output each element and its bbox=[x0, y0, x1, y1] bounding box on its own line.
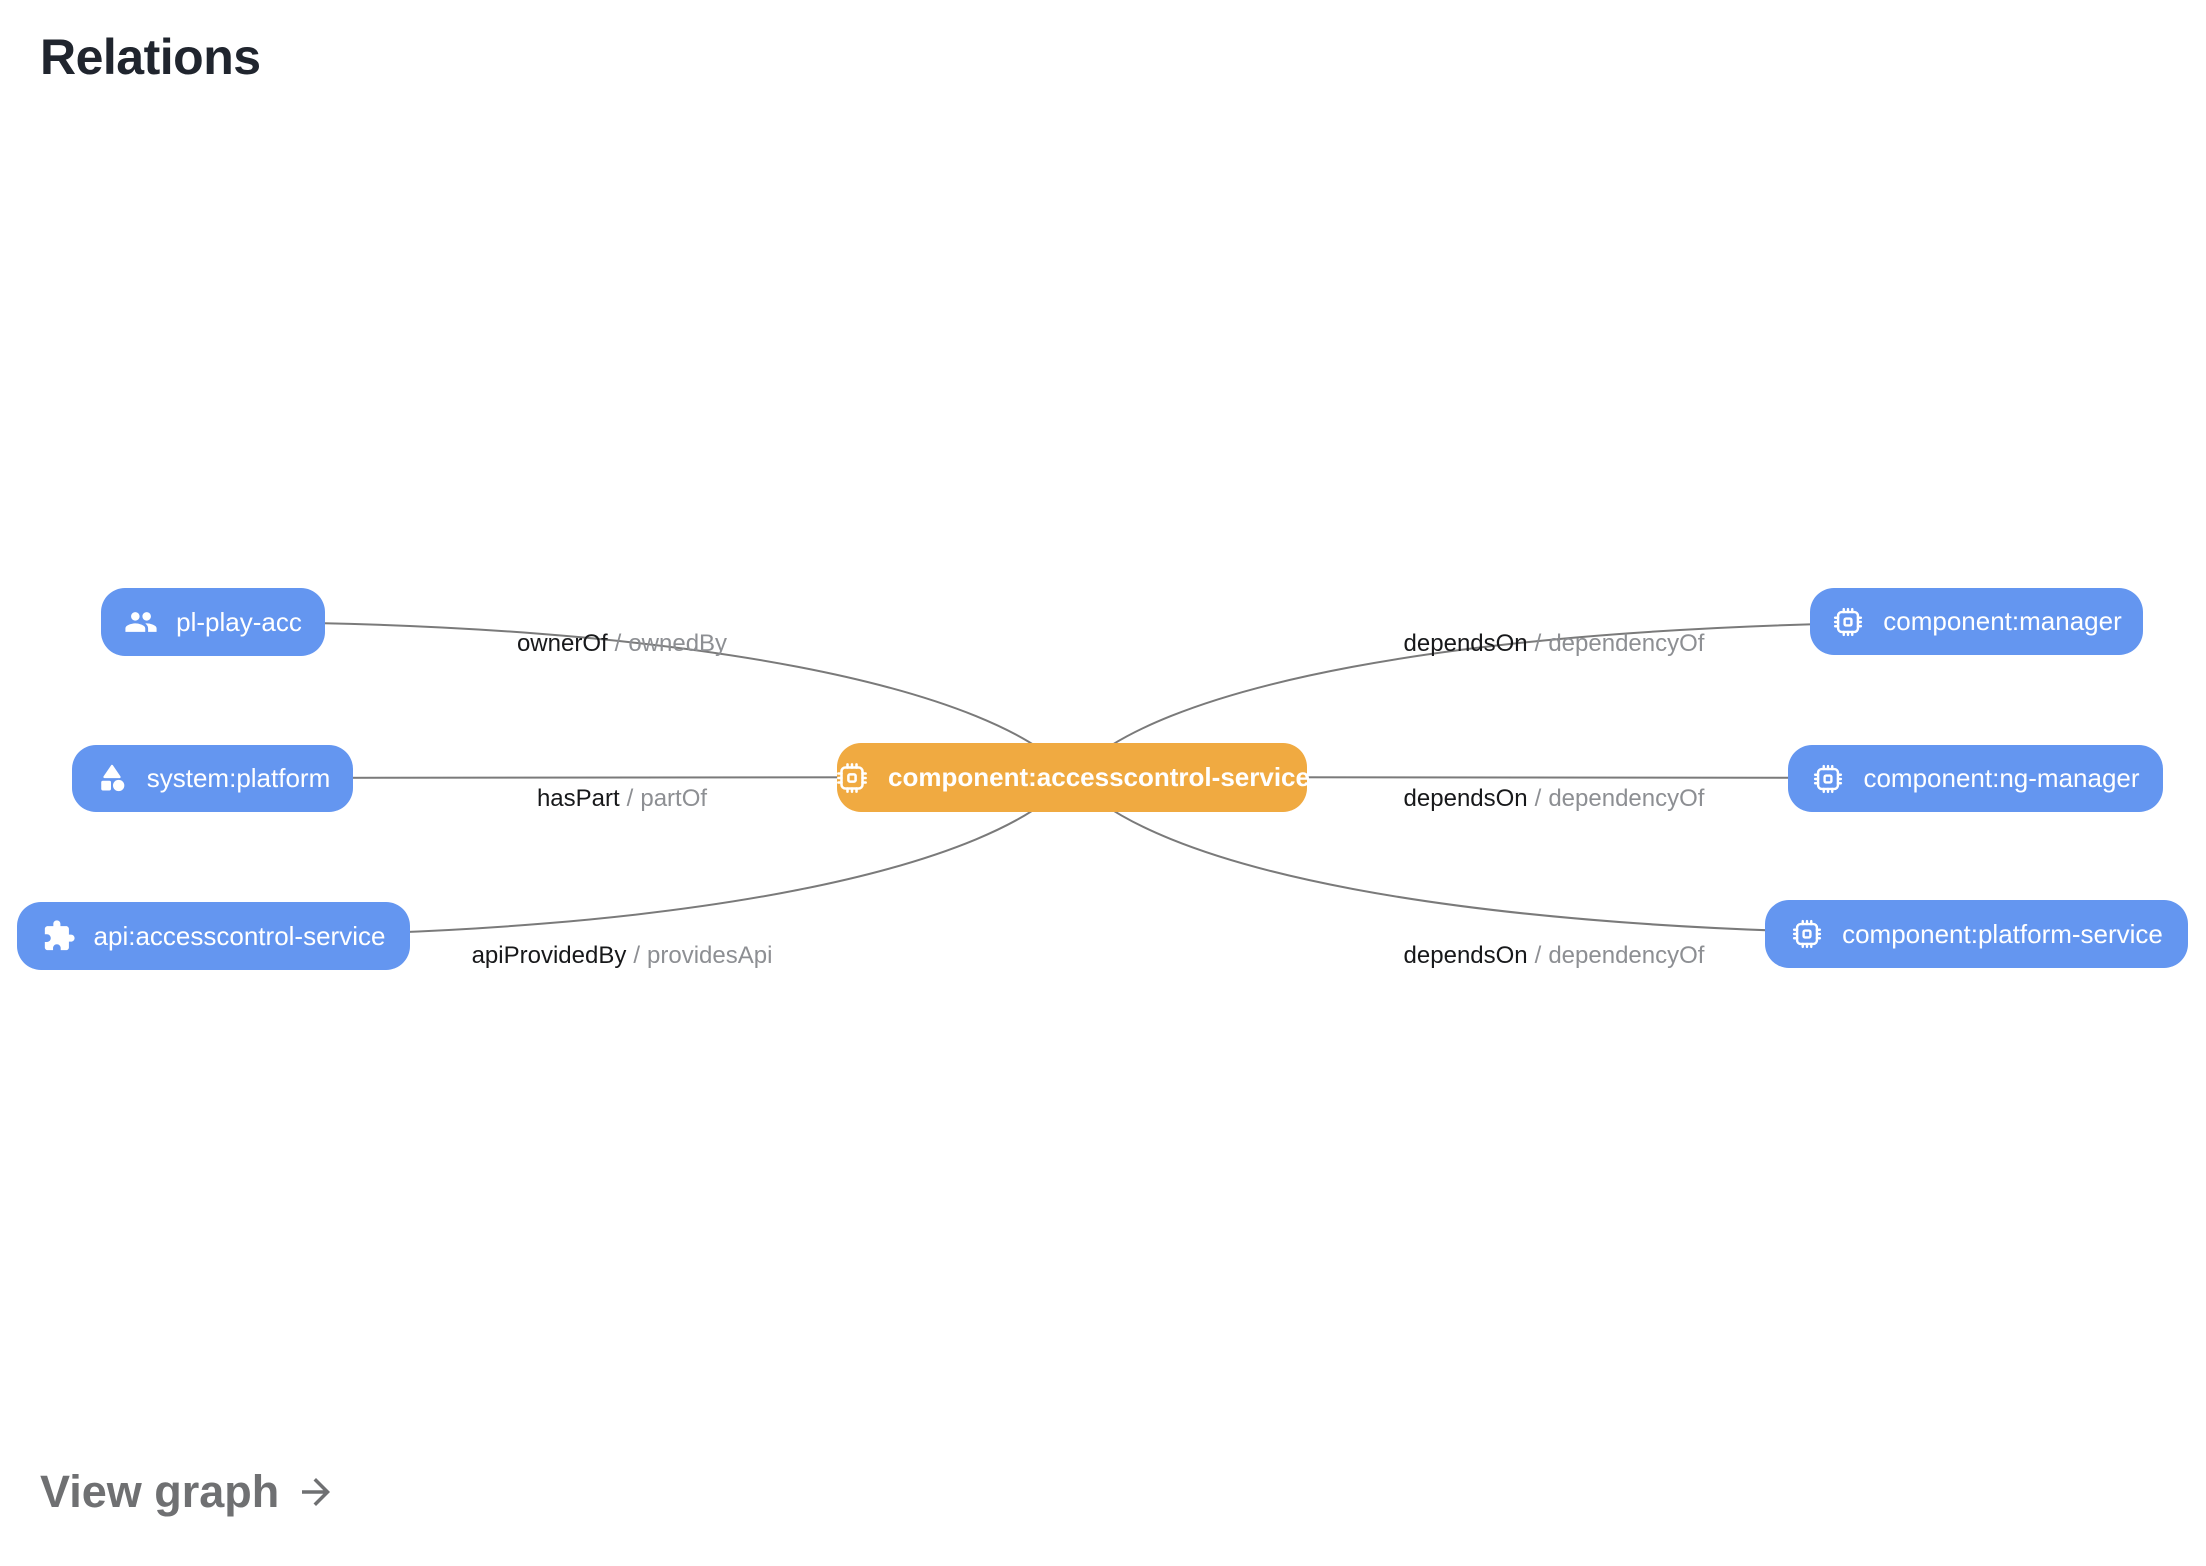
node-component-manager[interactable]: component:manager bbox=[1810, 588, 2143, 655]
relation-text: ownerOf bbox=[516, 630, 608, 657]
puzzle-icon bbox=[44, 920, 75, 951]
node-label: system:platform bbox=[146, 763, 331, 793]
node-label: component:ng-manager bbox=[1863, 763, 2140, 793]
chip-icon bbox=[1814, 764, 1843, 793]
inverse-relation-text: providesApi bbox=[647, 942, 773, 969]
edge-ownerof bbox=[212, 621, 1073, 778]
node-label: component:accesscontrol-service bbox=[888, 762, 1310, 792]
edge-label-haspart: hasPart/partOf bbox=[537, 785, 707, 813]
relation-separator: / bbox=[614, 630, 622, 657]
edge-label-dependson-3: dependsOn/dependencyOf bbox=[1404, 942, 1705, 970]
node-component-accesscontrol-service[interactable]: component:accesscontrol-service bbox=[837, 743, 1310, 812]
edge-dependson-3 bbox=[1071, 776, 1977, 935]
edge-dependson-1 bbox=[1071, 621, 1977, 778]
relation-text: hasPart bbox=[536, 785, 620, 812]
inverse-relation-text: dependencyOf bbox=[1548, 630, 1705, 657]
inverse-relation-text: ownedBy bbox=[628, 630, 728, 657]
view-graph-link[interactable]: View graph bbox=[40, 1466, 337, 1518]
relation-separator: / bbox=[633, 942, 641, 969]
edge-label-ownerof: ownerOf/ownedBy bbox=[517, 630, 727, 658]
edge-apiprovidedby bbox=[212, 776, 1073, 937]
inverse-relation-text: dependencyOf bbox=[1548, 942, 1705, 969]
group-icon bbox=[125, 612, 157, 632]
chip-icon bbox=[1792, 919, 1822, 949]
view-graph-label: View graph bbox=[40, 1466, 280, 1517]
node-pl-play-acc[interactable]: pl-play-acc bbox=[101, 588, 325, 656]
relation-text: apiProvidedBy bbox=[471, 942, 627, 969]
arrow-right-icon bbox=[302, 1478, 331, 1506]
chip-icon bbox=[837, 762, 867, 793]
node-label: component:platform-service bbox=[1842, 918, 2163, 949]
inverse-relation-text: dependencyOf bbox=[1548, 785, 1705, 812]
relation-text: dependsOn bbox=[1403, 630, 1528, 657]
inverse-relation-text: partOf bbox=[640, 785, 708, 812]
relation-separator: / bbox=[1534, 630, 1542, 657]
node-label: api:accesscontrol-service bbox=[93, 920, 386, 951]
node-api-accesscontrol-service[interactable]: api:accesscontrol-service bbox=[17, 902, 410, 970]
node-component-ng-manager[interactable]: component:ng-manager bbox=[1788, 745, 2163, 812]
node-label: pl-play-acc bbox=[176, 606, 302, 637]
page-title: Relations bbox=[40, 29, 261, 85]
edge-label-dependson-2: dependsOn/dependencyOf bbox=[1404, 785, 1705, 813]
relation-text: dependsOn bbox=[1403, 785, 1528, 812]
relation-text: dependsOn bbox=[1403, 942, 1528, 969]
edge-label-dependson-1: dependsOn/dependencyOf bbox=[1404, 630, 1705, 658]
relation-separator: / bbox=[1534, 785, 1542, 812]
relation-separator: / bbox=[626, 785, 634, 812]
relation-separator: / bbox=[1534, 942, 1542, 969]
category-icon bbox=[100, 764, 125, 791]
edge-label-apiprovidedby: apiProvidedBy/providesApi bbox=[472, 942, 773, 970]
chip-icon bbox=[1834, 607, 1863, 636]
node-component-platform-service[interactable]: component:platform-service bbox=[1765, 900, 2188, 968]
node-system-platform[interactable]: system:platform bbox=[72, 745, 353, 812]
node-label: component:manager bbox=[1883, 606, 2122, 636]
